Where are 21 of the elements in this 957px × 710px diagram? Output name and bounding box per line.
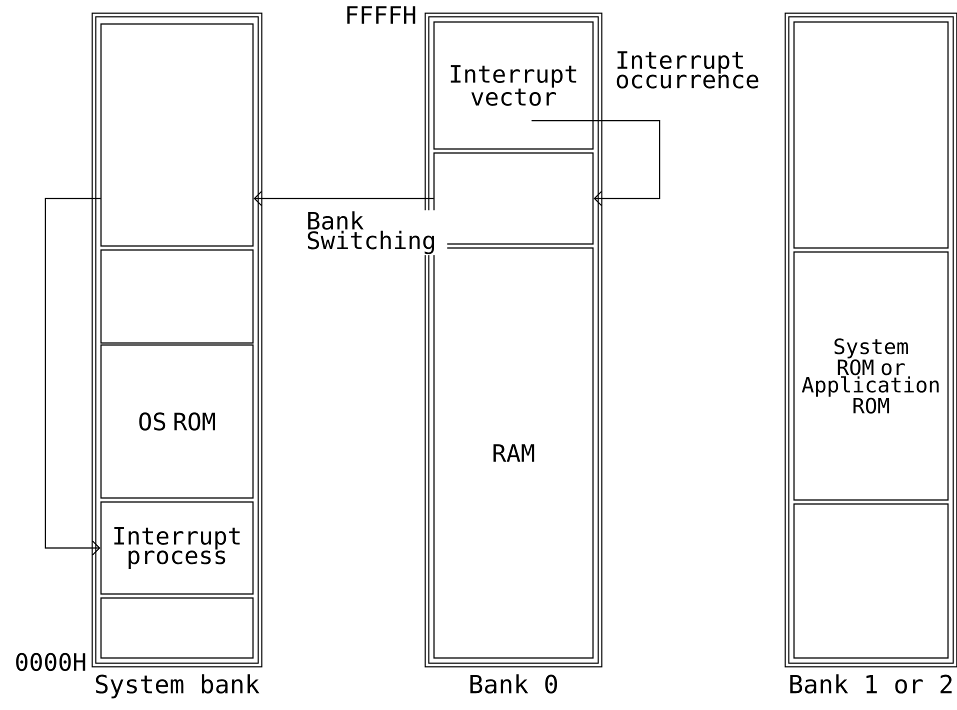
- edge-label: Interrupt occurrence: [614, 50, 758, 90]
- address-label: FFFFH: [347, 6, 416, 24]
- node-label: System bank: [96, 674, 260, 698]
- memory-block: RAM: [433, 247, 594, 659]
- empty-block: [433, 152, 594, 245]
- node-label: Bank 0: [470, 674, 558, 694]
- empty-block: [793, 503, 949, 659]
- edge-label: Bank Switching: [305, 210, 448, 256]
- empty-block: [793, 21, 949, 249]
- empty-block: [100, 249, 254, 344]
- node-label: Bank 1 or 2: [790, 674, 952, 694]
- empty-block: [100, 597, 254, 659]
- address-label: 0000H: [16, 652, 86, 672]
- memory-block: Interrupt process: [100, 501, 254, 595]
- memory-block: Interrupt vector: [433, 21, 594, 150]
- arrow: [44, 198, 100, 556]
- arrow: [532, 120, 660, 206]
- memory-block: OS ROM: [100, 344, 254, 499]
- memory-block: System ROM or Application ROM: [793, 251, 949, 501]
- empty-block: [100, 23, 254, 247]
- arrow: [254, 191, 434, 206]
